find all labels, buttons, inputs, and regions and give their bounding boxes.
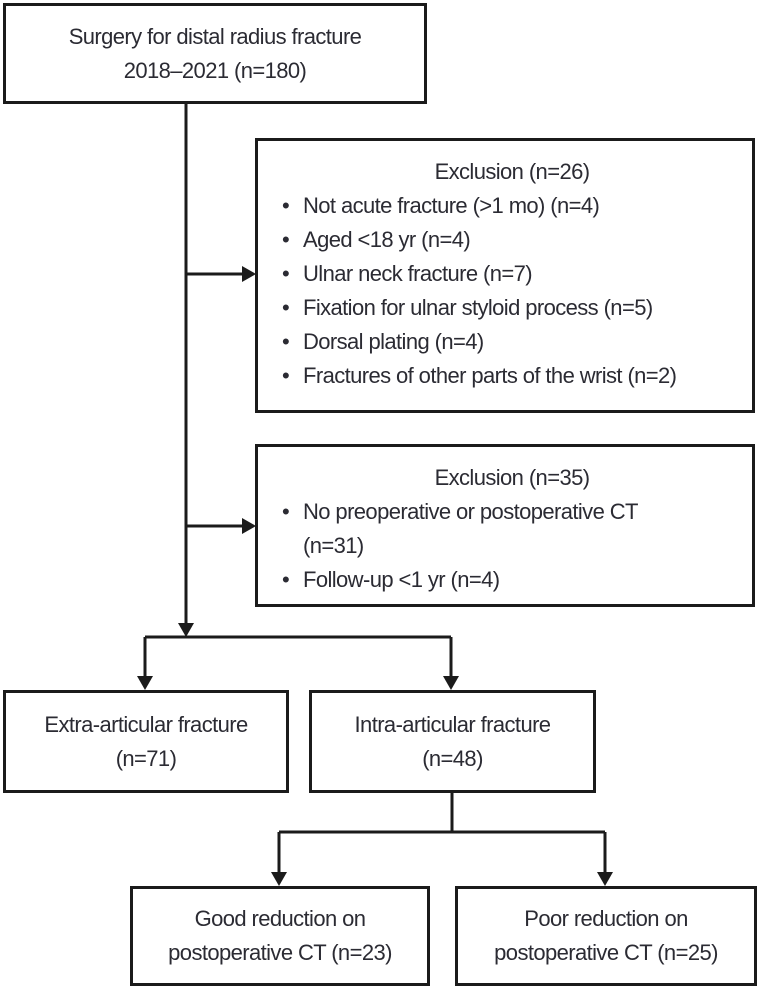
box-good-reduction: Good reduction on postoperative CT (n=23…	[130, 886, 430, 986]
box-extra-articular: Extra-articular fracture (n=71)	[3, 690, 289, 793]
arrowhead-good	[271, 872, 287, 886]
exclusion-item-text: Follow-up <1 yr (n=4)	[303, 567, 500, 592]
bullet-icon: •	[282, 227, 290, 252]
box-surgery-total: Surgery for distal radius fracture 2018–…	[3, 3, 427, 104]
list-item: • Not acute fracture (>1 mo) (n=4)	[282, 189, 742, 223]
exclusion-item-text: Dorsal plating (n=4)	[303, 329, 484, 354]
bullet-icon: •	[282, 295, 290, 320]
arrowhead-intra	[443, 676, 459, 690]
box-poor-reduction: Poor reduction on postoperative CT (n=25…	[455, 886, 757, 986]
bullet-icon: •	[282, 193, 290, 218]
arrowhead-exclusion2	[242, 518, 256, 534]
bullet-icon: •	[282, 329, 290, 354]
list-item: • Dorsal plating (n=4)	[282, 325, 742, 359]
exclusion-item-text: Fixation for ulnar styloid process (n=5)	[303, 295, 653, 320]
bullet-icon: •	[282, 261, 290, 286]
box-intra-articular: Intra-articular fracture (n=48)	[309, 690, 596, 793]
exclusion-item-text: No preoperative or postoperative CT (n=3…	[303, 499, 638, 558]
box-exclusion-2: Exclusion (n=35) • No preoperative or po…	[255, 444, 755, 607]
list-item: • Ulnar neck fracture (n=7)	[282, 257, 742, 291]
exclusion-item-text: Fractures of other parts of the wrist (n…	[303, 363, 677, 388]
bullet-icon: •	[282, 567, 290, 592]
list-item: • Fixation for ulnar styloid process (n=…	[282, 291, 742, 325]
exclusion-item-text: Not acute fracture (>1 mo) (n=4)	[303, 193, 600, 218]
exclusion-item-text: Aged <18 yr (n=4)	[303, 227, 471, 252]
list-item: • Fractures of other parts of the wrist …	[282, 359, 742, 393]
arrowhead-extra	[137, 676, 153, 690]
arrowhead-exclusion1	[242, 266, 256, 282]
list-item: • Aged <18 yr (n=4)	[282, 223, 742, 257]
list-item: • No preoperative or postoperative CT (n…	[282, 495, 742, 563]
exclusion-1-list: • Not acute fracture (>1 mo) (n=4) • Age…	[282, 189, 742, 393]
box-exclusion-1: Exclusion (n=26) • Not acute fracture (>…	[255, 138, 755, 413]
list-item: • Follow-up <1 yr (n=4)	[282, 563, 742, 597]
exclusion-1-title: Exclusion (n=26)	[434, 159, 590, 184]
bullet-icon: •	[282, 363, 290, 388]
arrowhead-trunk	[178, 623, 194, 637]
exclusion-2-title: Exclusion (n=35)	[434, 465, 590, 490]
exclusion-item-text: Ulnar neck fracture (n=7)	[303, 261, 533, 286]
arrowhead-poor	[597, 872, 613, 886]
bullet-icon: •	[282, 499, 290, 524]
exclusion-2-list: • No preoperative or postoperative CT (n…	[282, 495, 742, 597]
